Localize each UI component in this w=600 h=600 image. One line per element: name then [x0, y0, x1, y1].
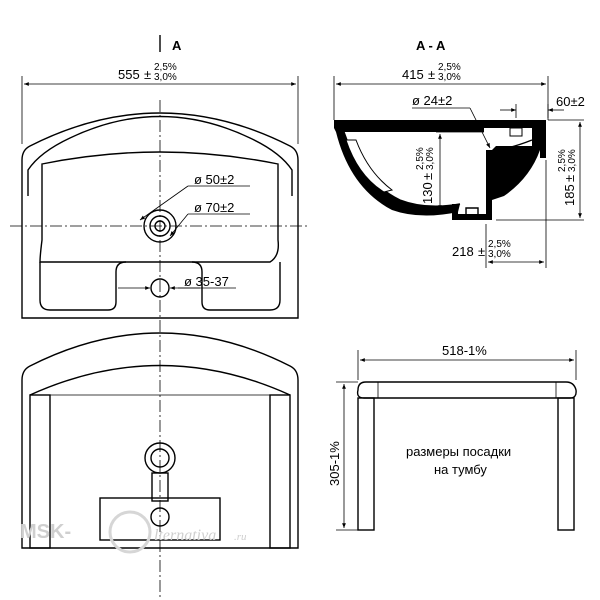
depth-value: 415 — [402, 67, 424, 82]
view-label-a: A — [172, 38, 182, 53]
dim-218-tol-plus: 2,5% — [488, 239, 511, 250]
basin-section-body — [334, 120, 484, 216]
front-right-pad — [191, 261, 281, 311]
width-value: 555 — [118, 67, 140, 82]
basin-outline — [21, 112, 299, 319]
hole-24-label: ø 24±2 — [412, 93, 452, 108]
height-130-tol-plus: 2,5% — [415, 147, 426, 170]
section-view: A - A 415 ± 2,5% 3,0% ø 24±2 60±2 — [333, 38, 585, 268]
height-130-tol-minus: 3,0% — [425, 147, 436, 170]
svg-text:±: ± — [562, 175, 577, 182]
width-tol-plus: 2,5% — [154, 62, 177, 73]
offset-60-label: 60±2 — [556, 94, 585, 109]
drain-pipe — [452, 150, 492, 220]
dim-218-tol-minus: 3,0% — [488, 249, 511, 260]
bottom-inner-arc — [29, 364, 291, 396]
depth-tol-minus: 3,0% — [438, 72, 461, 83]
note-line-2: на тумбу — [434, 462, 487, 477]
depth-tol-plus: 2,5% — [438, 62, 461, 73]
drain-50-label: ø 50±2 — [194, 172, 234, 187]
watermark-text-3: .ru — [234, 531, 247, 543]
svg-text:±: ± — [420, 173, 435, 180]
bowl-wall-highlight — [345, 139, 394, 193]
watermark-logo-icon — [108, 510, 152, 554]
rear-deck-edge — [495, 139, 533, 151]
height-130-value: 130 — [420, 182, 435, 204]
height-185-value: 185 — [562, 184, 577, 206]
dim-218-value: 218 — [452, 244, 474, 259]
note-line-1: размеры посадки — [406, 444, 511, 459]
watermark: MSK- lternativa .ru — [20, 510, 247, 554]
siphon-pipe — [151, 472, 169, 502]
cabinet-frame: 518-1% 305-1% размеры посадки на тумбу — [327, 343, 577, 531]
cabinet-width-label: 518-1% — [442, 343, 487, 358]
drain-70-leader — [169, 213, 189, 237]
watermark-text: MSK- — [20, 521, 71, 543]
cabinet-top-rail — [356, 381, 577, 399]
height-185-tol-plus: 2,5% — [557, 149, 568, 172]
drain-50-leader — [139, 185, 189, 221]
front-left-pad — [39, 261, 127, 311]
rear-wall — [540, 120, 546, 158]
right-leg — [269, 394, 291, 549]
bowl-contour — [39, 151, 280, 263]
drain-70-label: ø 70±2 — [194, 200, 234, 215]
width-tol-minus: 3,0% — [154, 72, 177, 83]
height-185-tol-minus: 3,0% — [567, 149, 578, 172]
svg-text:±: ± — [478, 244, 485, 259]
cabinet-left-post — [357, 397, 375, 531]
siphon-inner — [150, 448, 170, 468]
cabinet-right-post — [557, 397, 575, 531]
cabinet-cutout — [99, 497, 221, 541]
top-view: A 555 ± 2,5% 3,0% ø 50±2 ø 70±2 ø 35-37 — [10, 35, 310, 600]
rear-deck — [484, 120, 540, 200]
bottom-view — [21, 332, 299, 549]
watermark-text-2: lternativa — [154, 527, 216, 544]
bottom-outline — [21, 332, 299, 549]
drain-seat — [465, 207, 479, 214]
tap-hole — [509, 127, 523, 137]
overflow-label: ø 35-37 — [184, 274, 229, 289]
bottom-overflow-circle — [150, 507, 170, 527]
svg-text:±: ± — [144, 67, 151, 82]
section-label: A - A — [416, 38, 446, 53]
cabinet-depth-label: 305-1% — [327, 441, 342, 486]
svg-text:±: ± — [428, 67, 435, 82]
